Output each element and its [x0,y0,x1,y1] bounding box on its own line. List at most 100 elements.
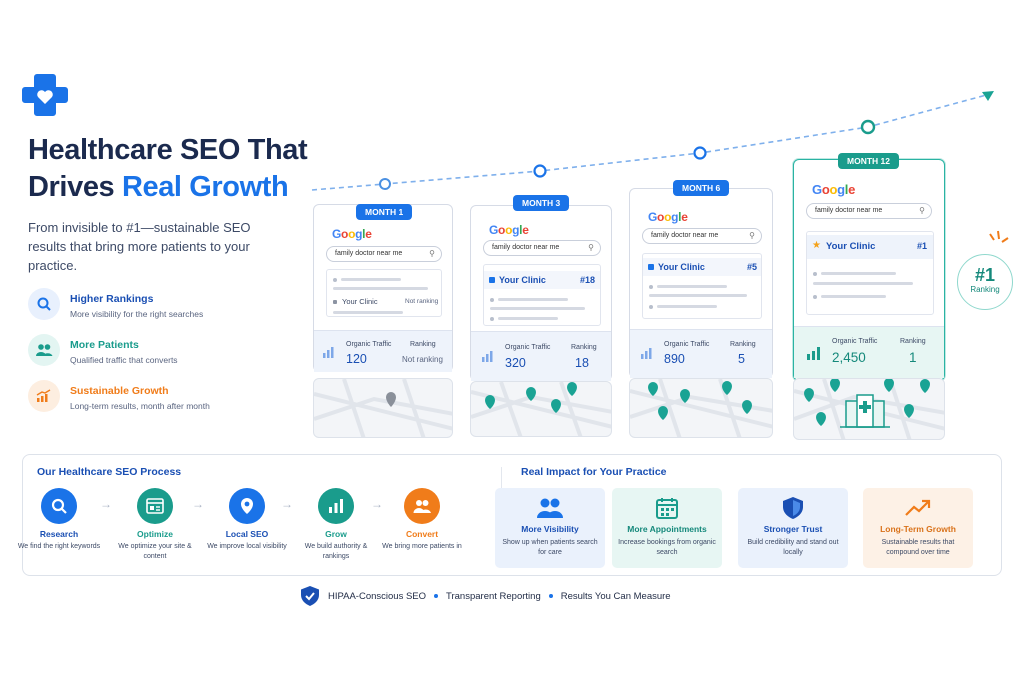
benefit-title: More Patients [70,339,139,351]
google-logo: Google [489,223,529,237]
search-results: Your Clinic #5 [642,253,762,319]
title-plain: Drives [28,171,122,203]
shield-check-icon [301,586,319,606]
month-badge: MONTH 12 [838,153,899,169]
step-title: Grow [325,529,347,539]
search-query: family doctor near me [815,207,883,214]
traffic-value: 320 [505,356,526,370]
clinic-rank: Not ranking [405,298,439,305]
step-desc: We improve local visibility [207,543,287,550]
milestone-dot [533,164,547,178]
result-line [333,311,403,314]
serp-panel: Google family doctor near me⚲ Your Clini… [470,205,612,381]
map-roads [794,379,944,439]
stats-panel: Organic Traffic 2,450 Ranking 1 [794,326,944,378]
brand-logo [22,72,68,118]
milestone-dot [379,178,391,190]
search-icon: ⚲ [919,206,925,215]
growth-trend-line [311,91,994,191]
process-step-grow: Grow We build authority & rankings [291,488,381,562]
impact-title: Stronger Trust [763,524,823,534]
ranking-label: Ranking [730,341,756,348]
arrow-right-icon: → [371,497,383,511]
benefit-title: Higher Rankings [70,293,154,305]
google-logo: Google [812,182,856,197]
result-line [813,282,913,285]
ranking-value: 1 [909,350,917,365]
step-desc: We optimize your site & content [118,543,192,560]
search-input[interactable]: family doctor near me⚲ [326,246,442,262]
result-line [657,305,717,308]
bar-chart-icon [482,351,493,362]
google-logo: Google [332,227,372,241]
search-input[interactable]: family doctor near me⚲ [642,228,762,244]
milestone-dot [860,119,876,135]
people-icon [404,488,440,524]
traffic-label: Organic Traffic [505,344,551,351]
step-desc: We build authority & rankings [304,543,368,560]
benefit-title: Sustainable Growth [70,385,169,397]
result-dot [649,285,653,289]
bar-chart-icon [318,488,354,524]
title-line-2: Drives Real Growth [28,169,307,206]
result-dot [813,295,817,299]
clinic-marker-icon [648,264,654,270]
result-line [649,294,747,297]
benefit-item: Higher Rankings More visibility for the … [28,288,298,334]
hospital-icon [840,394,890,428]
footer-item: Results You Can Measure [560,590,671,602]
process-step-research: Research We find the right keywords [14,488,104,552]
page-title: Healthcare SEO That Drives Real Growth [28,132,308,206]
clinic-marker-icon [489,277,495,283]
step-title: Convert [405,529,439,539]
clinic-rank: #1 [917,241,928,251]
serp-panel: Google family doctor near me⚲ Your Clini… [313,204,453,372]
process-title: Our Healthcare SEO Process [37,466,182,478]
traffic-label: Organic Traffic [346,341,392,348]
google-logo: Google [648,210,688,224]
ranking-value: 18 [575,356,589,370]
search-results: ★ Your Clinic #1 [806,231,934,315]
impact-title: More Appointments [627,524,707,534]
ranking-value: 5 [738,352,745,366]
arrow-right-icon: → [192,497,204,511]
stats-panel: Organic Traffic 890 Ranking 5 [630,329,772,378]
step-title: Optimize [137,529,173,539]
bar-chart-icon [641,348,652,359]
shield-icon [778,496,808,520]
result-line [821,272,896,275]
search-input[interactable]: family doctor near me ⚲ [806,203,932,219]
impact-card-visibility: More Visibility Show up when patients se… [495,488,605,568]
result-line [490,307,585,310]
impact-title: Long-Term Growth [880,524,956,534]
map-pin-icon [804,379,930,426]
arrow-right-icon: → [100,497,112,511]
search-query: family doctor near me [492,244,560,251]
map-thumbnail [470,381,612,437]
rank-one-label: Ranking [970,285,1000,294]
impact-desc: Sustainable results that compound over t… [881,539,955,556]
map-roads [471,382,611,436]
serp-panel: Google family doctor near me⚲ Your Clini… [629,188,773,378]
traffic-value: 890 [664,352,685,366]
impact-title: Real Impact for Your Practice [521,466,667,478]
map-pin-icon [485,382,577,413]
footer-separator [434,594,439,598]
serp-panel: Google family doctor near me ⚲ ★ Your Cli… [793,159,945,381]
benefit-desc: Long-term results, month after month [70,401,210,411]
location-pin-icon [229,488,265,524]
step-title: Research [39,529,79,539]
process-impact-panel: Our Healthcare SEO Process Research We f… [18,454,1002,576]
impact-desc: Build credibility and stand out locally [747,539,839,556]
result-dot [490,317,494,321]
result-dot [490,298,494,302]
search-input[interactable]: family doctor near me⚲ [483,240,601,256]
trend-up-icon [903,496,933,520]
clinic-highlight [643,258,761,276]
map-thumbnail [629,378,773,438]
title-line-1: Healthcare SEO That [28,134,308,166]
clinic-highlight [484,271,600,289]
search-results: Your Clinic Not ranking [326,269,442,317]
step-title: Local SEO [225,529,269,539]
benefit-item: More Patients Qualified traffic that con… [28,334,298,380]
